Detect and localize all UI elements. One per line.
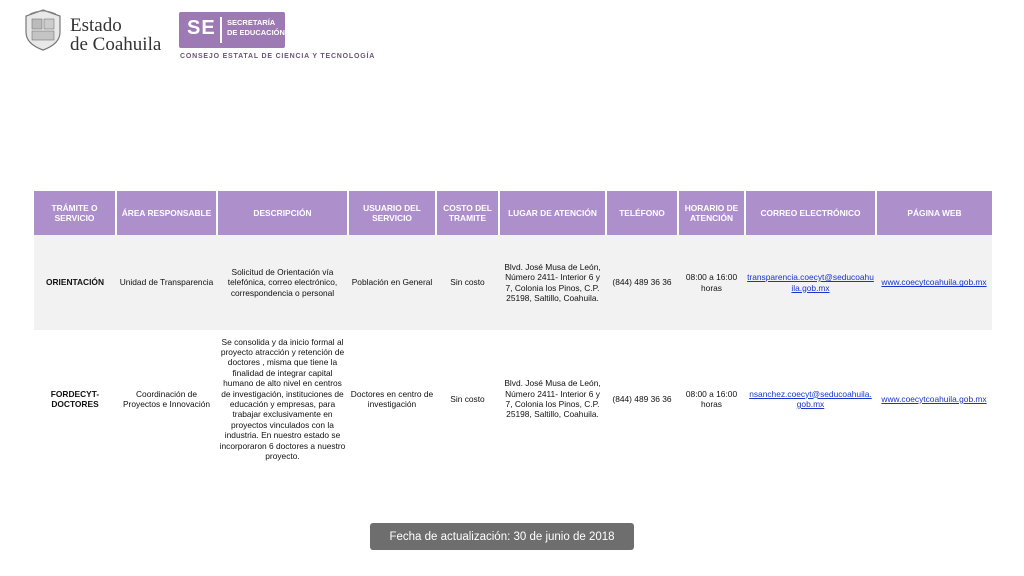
web-cell: www.coecytcoahuila.gob.mx xyxy=(876,235,992,330)
lugar-cell: Blvd. José Musa de León, Número 2411- In… xyxy=(499,330,606,468)
lugar-cell: Blvd. José Musa de León, Número 2411- In… xyxy=(499,235,606,330)
web-link[interactable]: www.coecytcoahuila.gob.mx xyxy=(881,393,987,404)
area-cell: Unidad de Transparencia xyxy=(116,235,217,330)
tramite-cell: FORDECYT-DOCTORES xyxy=(34,330,116,468)
web-link[interactable]: www.coecytcoahuila.gob.mx xyxy=(881,277,987,288)
column-header: HORARIO DE ATENCIÓN xyxy=(678,191,746,235)
telefono-cell: (844) 489 36 36 xyxy=(606,235,678,330)
se-text: SECRETARÍA DE EDUCACIÓN xyxy=(227,18,285,37)
column-header: COSTO DEL TRAMITE xyxy=(436,191,500,235)
horario-cell: 08:00 a 16:00 horas xyxy=(678,330,745,468)
usuario-cell: Población en General xyxy=(348,235,436,330)
area-cell: Coordinación de Proyectos e Innovación xyxy=(116,330,217,468)
column-header: USUARIO DEL SERVICIO xyxy=(348,191,437,235)
tramites-table: TRÁMITE O SERVICIO ÁREA RESPONSABLE DESC… xyxy=(34,191,992,468)
secretaria-educacion-logo: SE SECRETARÍA DE EDUCACIÓN xyxy=(179,12,285,48)
correo-cell: transparencia.coecyt@seducoahuila.gob.mx xyxy=(745,235,876,330)
column-header: TRÁMITE O SERVICIO xyxy=(34,191,117,235)
descripcion-cell: Solicitud de Orientación vía telefónica,… xyxy=(217,235,348,330)
estado-de-coahuila-title: Estado de Coahuila xyxy=(70,15,162,55)
correo-cell: nsanchez.coecyt@seducoahuila.gob.mx xyxy=(745,330,876,468)
column-header: CORREO ELECTRÓNICO xyxy=(745,191,877,235)
table-row: ORIENTACIÓN Unidad de Transparencia Soli… xyxy=(34,235,992,330)
column-header: PÁGINA WEB xyxy=(876,191,992,235)
horario-cell: 08:00 a 16:00 horas xyxy=(678,235,745,330)
table-row: FORDECYT-DOCTORES Coordinación de Proyec… xyxy=(34,330,992,468)
se-mark: SE xyxy=(187,17,216,39)
column-header: TELÉFONO xyxy=(606,191,679,235)
page-header: Estado de Coahuila SE SECRETARÍA DE EDUC… xyxy=(22,8,374,60)
update-date-banner: Fecha de actualización: 30 de junio de 2… xyxy=(370,523,634,550)
table-header-row: TRÁMITE O SERVICIO ÁREA RESPONSABLE DESC… xyxy=(34,191,992,235)
correo-link[interactable]: nsanchez.coecyt@seducoahuila.gob.mx xyxy=(749,388,872,409)
consejo-label: CONSEJO ESTATAL DE CIENCIA Y TECNOLOGÍA xyxy=(180,53,376,60)
logo-divider xyxy=(220,17,222,43)
column-header: LUGAR DE ATENCIÓN xyxy=(499,191,607,235)
usuario-cell: Doctores en centro de investigación xyxy=(348,330,436,468)
coahuila-seal-icon xyxy=(25,9,61,51)
correo-link[interactable]: transparencia.coecyt@seducoahuila.gob.mx xyxy=(747,272,874,293)
column-header: DESCRIPCIÓN xyxy=(217,191,349,235)
column-header: ÁREA RESPONSABLE xyxy=(116,191,218,235)
telefono-cell: (844) 489 36 36 xyxy=(606,330,678,468)
descripcion-cell: Se consolida y da inicio formal al proye… xyxy=(217,330,348,468)
web-cell: www.coecytcoahuila.gob.mx xyxy=(876,330,992,468)
costo-cell: Sin costo xyxy=(436,235,499,330)
tramite-cell: ORIENTACIÓN xyxy=(34,235,116,330)
costo-cell: Sin costo xyxy=(436,330,499,468)
